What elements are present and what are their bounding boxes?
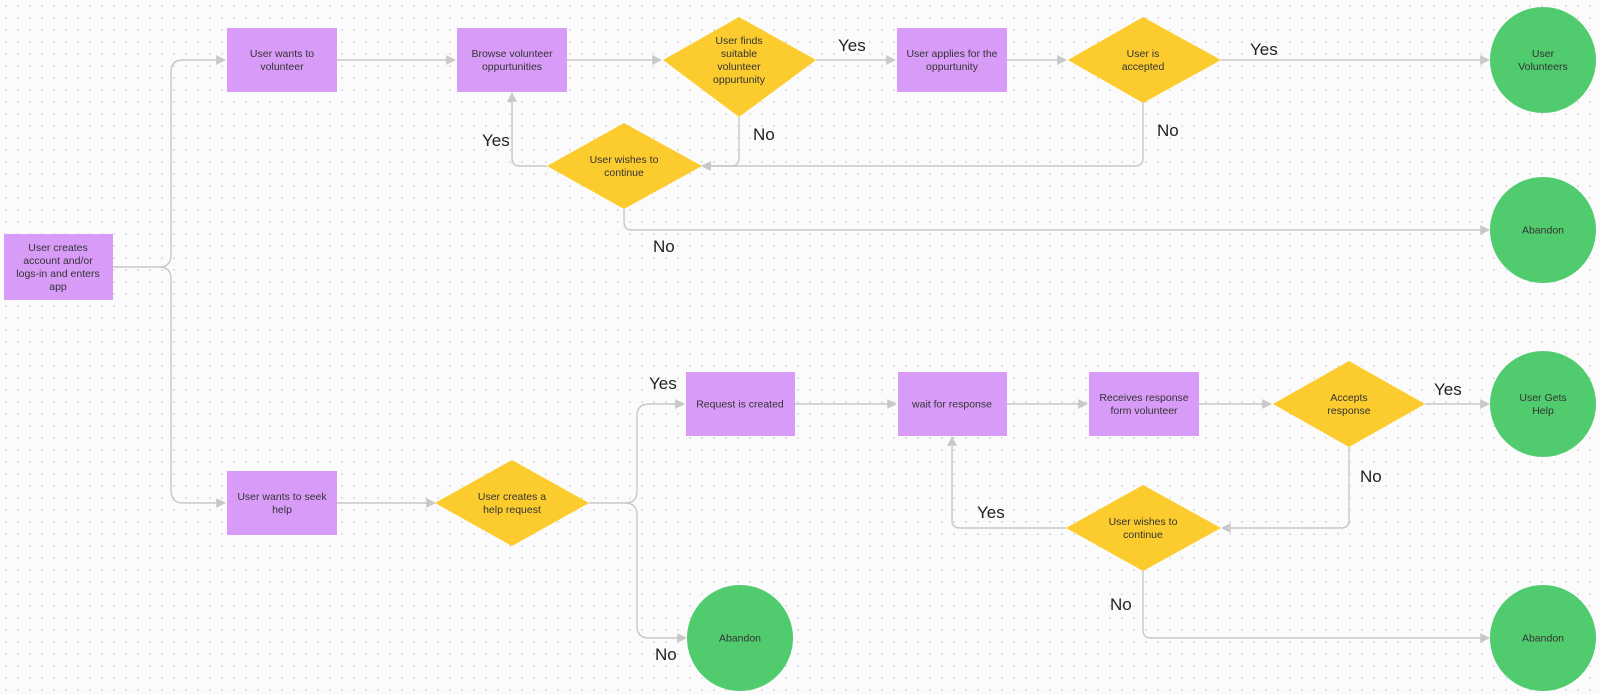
process-request-created-label: Request is created [696, 399, 784, 411]
connector-request-no [624, 502, 687, 643]
connector-branch-to-want-volunteer [158, 55, 226, 268]
terminal-abandon-bottom-label: Abandon [1522, 633, 1564, 645]
connector-continue-top-yes [507, 92, 547, 167]
terminal-abandon-top-label: Abandon [1522, 225, 1564, 237]
connector-accepts-no [1221, 447, 1350, 533]
edge-label-continue-top-yes: Yes [482, 131, 510, 150]
edge-label-continue-bottom-yes: Yes [977, 503, 1005, 522]
edge-label-finds-no: No [753, 125, 775, 144]
edge-label-finds-yes: Yes [838, 36, 866, 55]
edge-label-accepted-yes: Yes [1250, 40, 1278, 59]
edge-label-accepts-yes: Yes [1434, 380, 1462, 399]
terminal-abandon-bottom: Abandon [1490, 585, 1596, 691]
connectors [113, 55, 1490, 643]
connector-continue-bottom-no [1142, 571, 1490, 643]
terminal-abandon-middle-label: Abandon [719, 633, 761, 645]
edge-label-request-no: No [655, 645, 677, 664]
connector-continue-bottom-yes [947, 436, 1066, 529]
process-wait-response-label: wait for response [911, 399, 992, 411]
connector-request-yes [624, 399, 685, 504]
terminal-abandon-top: Abandon [1490, 177, 1596, 283]
edge-label-accepts-no: No [1360, 467, 1382, 486]
edge-labels: Yes No Yes No Yes No Yes No Yes No Yes N… [482, 36, 1462, 664]
terminal-abandon-middle: Abandon [687, 585, 793, 691]
edge-label-accepted-no: No [1157, 121, 1179, 140]
edge-label-continue-top-no: No [653, 237, 675, 256]
connector-continue-top-no [623, 209, 1490, 235]
edge-label-request-yes: Yes [649, 374, 677, 393]
connector-finds-no [701, 117, 740, 171]
connector-accepted-no [701, 103, 1144, 171]
connector-branch-to-want-help [158, 266, 226, 508]
process-wait-response: wait for response [898, 372, 1007, 436]
edge-label-continue-bottom-no: No [1110, 595, 1132, 614]
process-request-created: Request is created [686, 372, 795, 436]
